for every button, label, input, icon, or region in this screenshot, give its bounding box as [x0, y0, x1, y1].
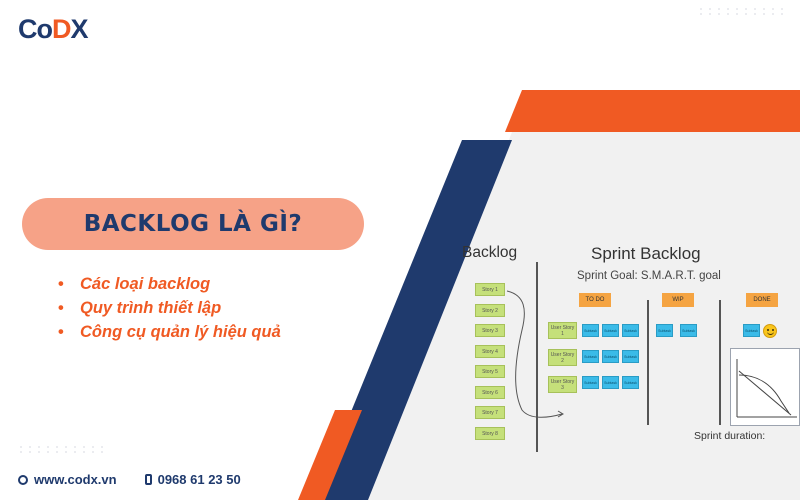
sprint-duration-label: Sprint duration:: [694, 430, 766, 442]
divider: [719, 300, 721, 425]
globe-icon: [18, 474, 28, 485]
task-card: Subtask: [602, 324, 619, 337]
codx-logo[interactable]: CoDX: [18, 14, 89, 44]
user-story-card: User Story 1: [548, 322, 577, 339]
footer: www.codx.vn 0968 61 23 50: [18, 472, 241, 487]
topic-item: Các loại backlog: [58, 272, 281, 296]
topic-item: Công cụ quản lý hiệu quả: [58, 320, 281, 344]
backlog-heading: Backlog: [462, 244, 518, 261]
story-card: Story 6: [475, 386, 505, 399]
task-card: Subtask: [602, 376, 619, 389]
burndown-chart: [730, 348, 800, 426]
topic-list: Các loại backlog Quy trình thiết lập Côn…: [58, 272, 281, 344]
phone-contact[interactable]: 0968 61 23 50: [144, 472, 241, 487]
column-done: DONE: [746, 293, 778, 307]
orange-top-band: [505, 90, 800, 132]
task-card: Subtask: [622, 376, 639, 389]
task-card: Subtask: [582, 376, 599, 389]
sprint-backlog-heading: Sprint Backlog: [591, 244, 701, 263]
task-card: Subtask: [680, 324, 697, 337]
task-card: Subtask: [602, 350, 619, 363]
topic-item: Quy trình thiết lập: [58, 296, 281, 320]
orange-bottom-stripe: [298, 410, 362, 500]
website-link[interactable]: www.codx.vn: [18, 472, 117, 487]
story-card: Story 7: [475, 406, 505, 419]
story-card: Story 5: [475, 365, 505, 378]
task-card: Subtask: [582, 350, 599, 363]
title-pill: BACKLOG LÀ GÌ?: [22, 198, 364, 250]
story-card: Story 4: [475, 345, 505, 358]
dot-grid-top-right: [700, 8, 787, 15]
divider: [536, 262, 538, 452]
task-card: Subtask: [582, 324, 599, 337]
sprint-goal: Sprint Goal: S.M.A.R.T. goal: [577, 270, 721, 282]
navy-stripe: [315, 140, 512, 500]
task-card: Subtask: [743, 324, 760, 337]
column-wip: WIP: [662, 293, 694, 307]
story-card: Story 3: [475, 324, 505, 337]
divider: [647, 300, 649, 425]
burndown-chart-lines: [736, 359, 797, 418]
page-title: BACKLOG LÀ GÌ?: [83, 211, 303, 237]
smiley-icon: [763, 324, 777, 338]
user-story-card: User Story 3: [548, 376, 577, 393]
task-card: Subtask: [622, 350, 639, 363]
column-todo: TO DO: [579, 293, 611, 307]
task-card: Subtask: [656, 324, 673, 337]
user-story-card: User Story 2: [548, 349, 577, 366]
story-card: Story 8: [475, 427, 505, 440]
phone-icon: [144, 474, 152, 485]
story-card: Story 2: [475, 304, 505, 317]
dot-grid-bottom-left: [20, 446, 107, 453]
task-card: Subtask: [622, 324, 639, 337]
story-card: Story 1: [475, 283, 505, 296]
